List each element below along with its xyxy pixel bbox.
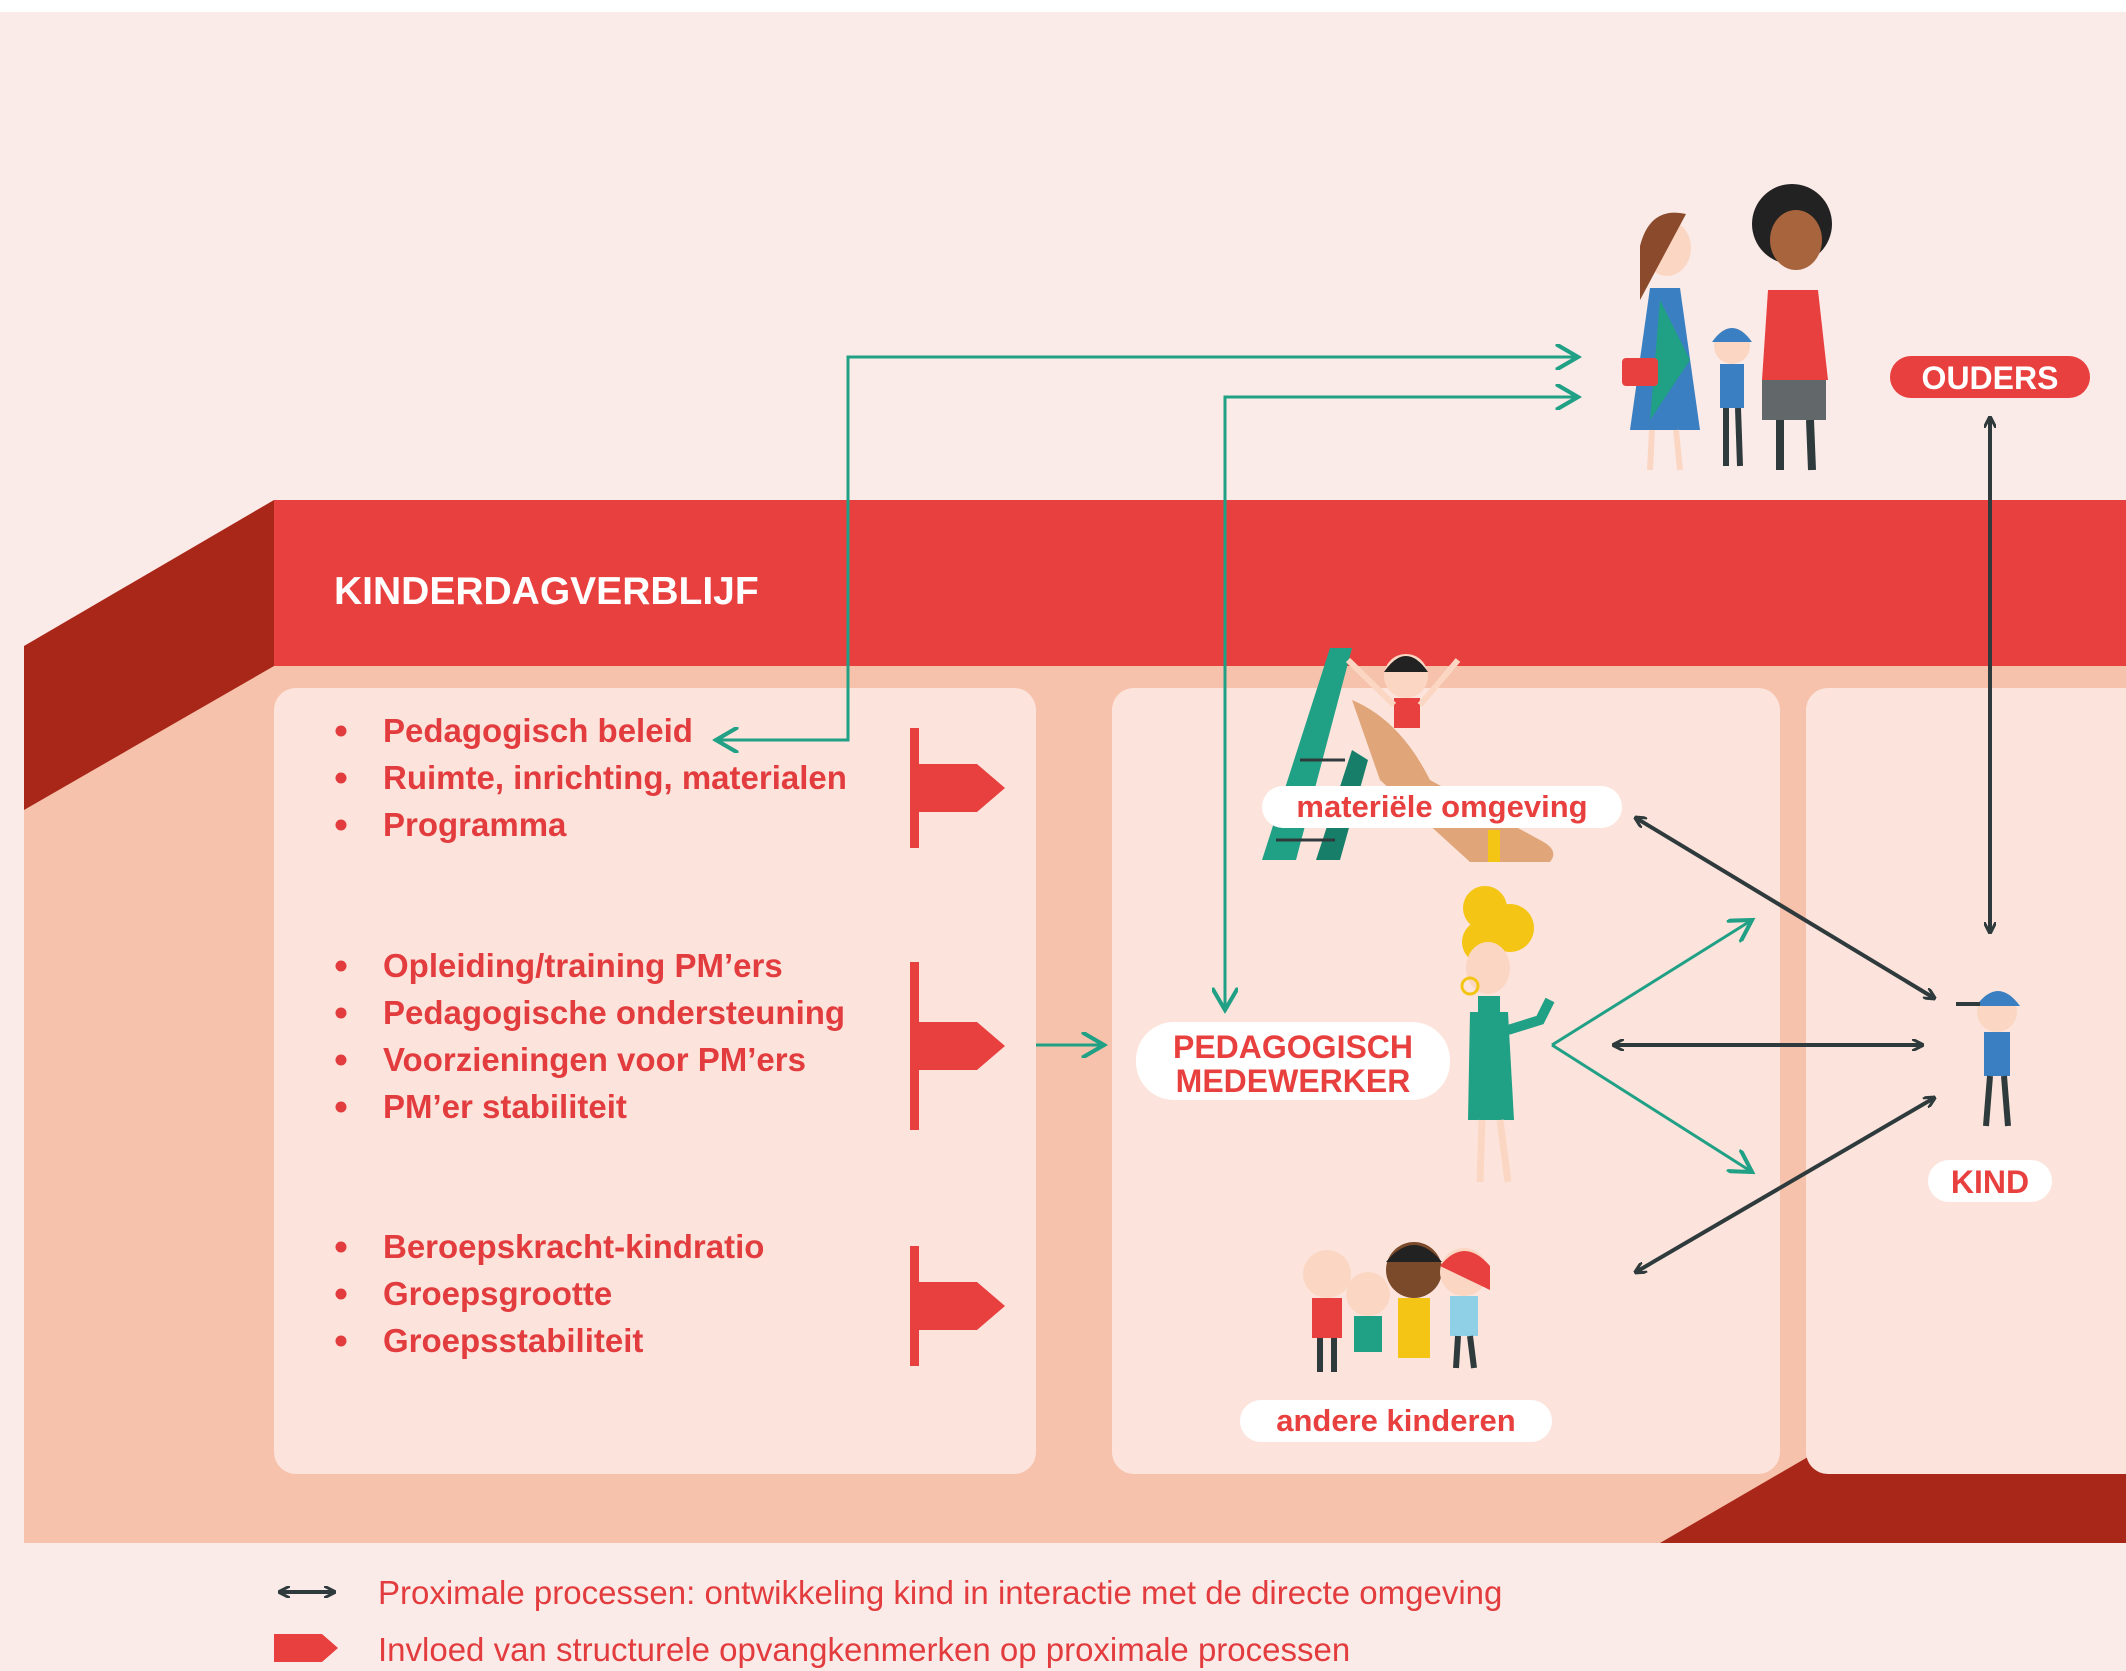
bullet-dot xyxy=(335,1101,347,1113)
ouders-label: OUDERS xyxy=(1890,356,2090,398)
signpost-1-icon xyxy=(910,728,1005,848)
legend-text-proximal: Proximale processen: ontwikkeling kind i… xyxy=(378,1574,1502,1611)
structural-item: Groepsstabiliteit xyxy=(383,1322,643,1359)
materieel-kind-arrow xyxy=(1636,818,1934,998)
family-illustration xyxy=(1622,184,1832,471)
parents-to-beleid-arrow xyxy=(716,357,1578,740)
structural-item: Programma xyxy=(383,806,567,843)
bullet-dot xyxy=(335,725,347,737)
bullet-dot xyxy=(335,772,347,784)
svg-text:materiële omgeving: materiële omgeving xyxy=(1296,789,1587,824)
structural-item: PM’er stabiliteit xyxy=(383,1088,627,1125)
bullet-dot xyxy=(335,1241,347,1253)
structural-item: Groepsgrootte xyxy=(383,1275,612,1312)
red-signpost-arrow-icon xyxy=(274,1634,338,1662)
signpost-3-icon xyxy=(910,1246,1005,1366)
structural-item: Pedagogische ondersteuning xyxy=(383,994,845,1031)
kinderen-kind-arrow xyxy=(1636,1098,1934,1272)
bullet-dot xyxy=(335,1288,347,1300)
signpost-2-icon xyxy=(910,962,1005,1130)
children-group-illustration xyxy=(1303,1242,1490,1372)
structural-item: Pedagogisch beleid xyxy=(383,712,693,749)
child-panel xyxy=(1806,688,2126,1474)
svg-text:MEDEWERKER: MEDEWERKER xyxy=(1176,1063,1411,1099)
bullet-dot xyxy=(335,819,347,831)
structural-item: Opleiding/training PM’ers xyxy=(383,947,783,984)
structural-item: Ruimte, inrichting, materialen xyxy=(383,759,847,796)
structural-panel xyxy=(274,688,1036,1474)
parents-to-medewerker-arrow xyxy=(1225,397,1578,1010)
structural-item: Voorzieningen voor PM’ers xyxy=(383,1041,806,1078)
bullet-dot xyxy=(335,1054,347,1066)
building-left-wall xyxy=(24,500,274,810)
legend: Proximale processen: ontwikkeling kind i… xyxy=(274,1574,1502,1668)
svg-text:OUDERS: OUDERS xyxy=(1922,360,2059,396)
pedagogisch-medewerker-label: PEDAGOGISCH MEDEWERKER xyxy=(1136,1022,1450,1100)
legend-text-structural: Invloed van structurele opvangkenmerken … xyxy=(378,1631,1350,1668)
materiele-omgeving-label: materiële omgeving xyxy=(1262,786,1622,828)
bullet-dot xyxy=(335,1007,347,1019)
section-title: KINDERDAGVERBLIJF xyxy=(334,570,759,613)
kind-illustration xyxy=(1956,991,2020,1127)
svg-text:KIND: KIND xyxy=(1951,1164,2029,1200)
andere-kinderen-label: andere kinderen xyxy=(1240,1400,1552,1442)
bullet-dot xyxy=(335,1335,347,1347)
bullet-dot xyxy=(335,960,347,972)
medewerker-illustration xyxy=(1460,886,1555,1183)
svg-text:andere kinderen: andere kinderen xyxy=(1276,1403,1515,1438)
structural-item: Beroepskracht-kindratio xyxy=(383,1228,764,1265)
svg-text:PEDAGOGISCH: PEDAGOGISCH xyxy=(1173,1029,1413,1065)
kind-label: KIND xyxy=(1928,1160,2052,1202)
